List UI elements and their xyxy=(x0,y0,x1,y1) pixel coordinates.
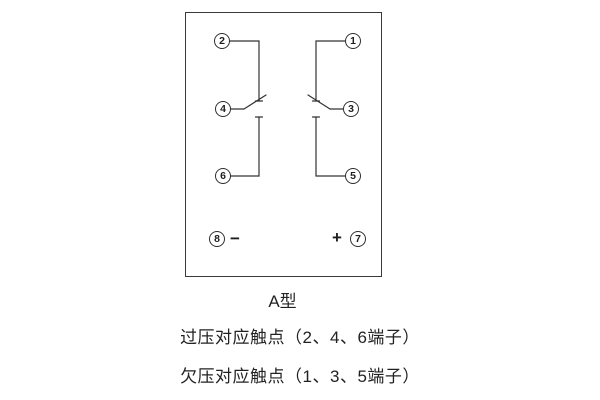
contact-wiring-lines xyxy=(229,40,346,177)
wire-terminal1 xyxy=(315,40,346,102)
contact-blade-left xyxy=(243,94,267,110)
overvoltage-contacts-note: 过压对应触点（2、4、6端子） xyxy=(180,328,420,347)
type-label: A型 xyxy=(268,292,297,311)
undervoltage-contacts-note: 欠压对应触点（1、3、5端子） xyxy=(180,367,420,386)
terminal-3: 3 xyxy=(343,101,359,117)
terminal-4: 4 xyxy=(215,101,231,117)
terminal-8: 8 xyxy=(209,231,225,247)
terminal-6: 6 xyxy=(215,168,231,184)
contact-blade-right xyxy=(307,94,331,110)
wire-terminal6 xyxy=(230,116,260,177)
terminal-2: 2 xyxy=(214,33,230,49)
minus-sign: − xyxy=(230,229,240,248)
wire-terminal5 xyxy=(315,116,346,177)
wire-terminal2 xyxy=(229,40,260,102)
terminal-5: 5 xyxy=(345,168,361,184)
plus-sign: + xyxy=(332,228,342,247)
relay-outline-box: 2 1 4 3 6 5 8 7 − + xyxy=(185,12,382,277)
terminal-1: 1 xyxy=(345,33,361,49)
terminal-7: 7 xyxy=(350,231,366,247)
